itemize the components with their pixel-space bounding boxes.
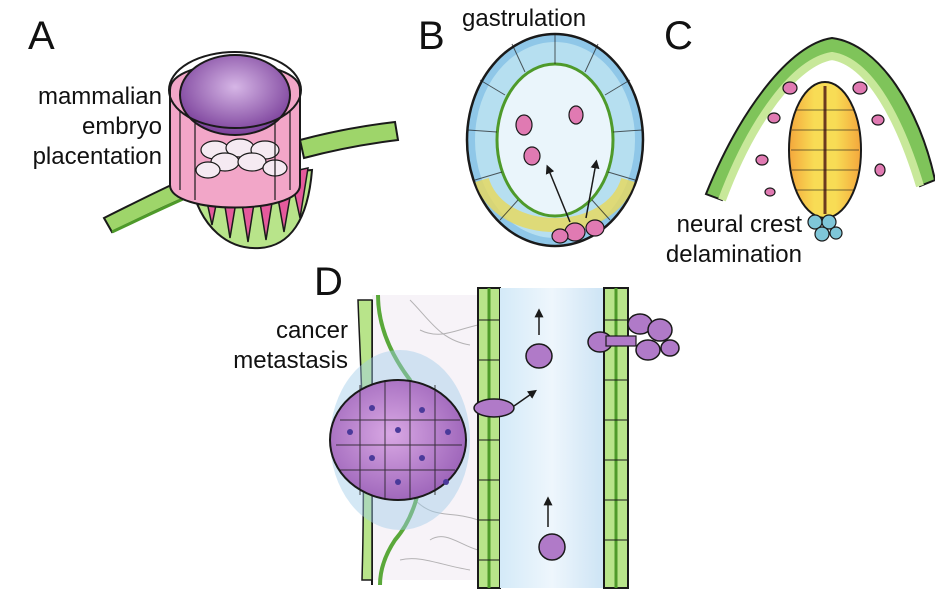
blastocoel bbox=[497, 64, 613, 216]
panel-d-metastasis bbox=[330, 288, 679, 588]
circulating-cell-lower bbox=[539, 534, 565, 560]
blastocoel-cavity bbox=[180, 55, 290, 135]
panel-a-embryo bbox=[104, 52, 398, 248]
panel-b-embryo bbox=[467, 34, 643, 246]
panel-c-neural-tube bbox=[706, 38, 935, 241]
circulating-cell-upper bbox=[526, 344, 552, 368]
uterine-epithelium-right bbox=[300, 122, 398, 158]
notochord bbox=[808, 215, 842, 241]
intravasating-cell bbox=[474, 399, 514, 417]
